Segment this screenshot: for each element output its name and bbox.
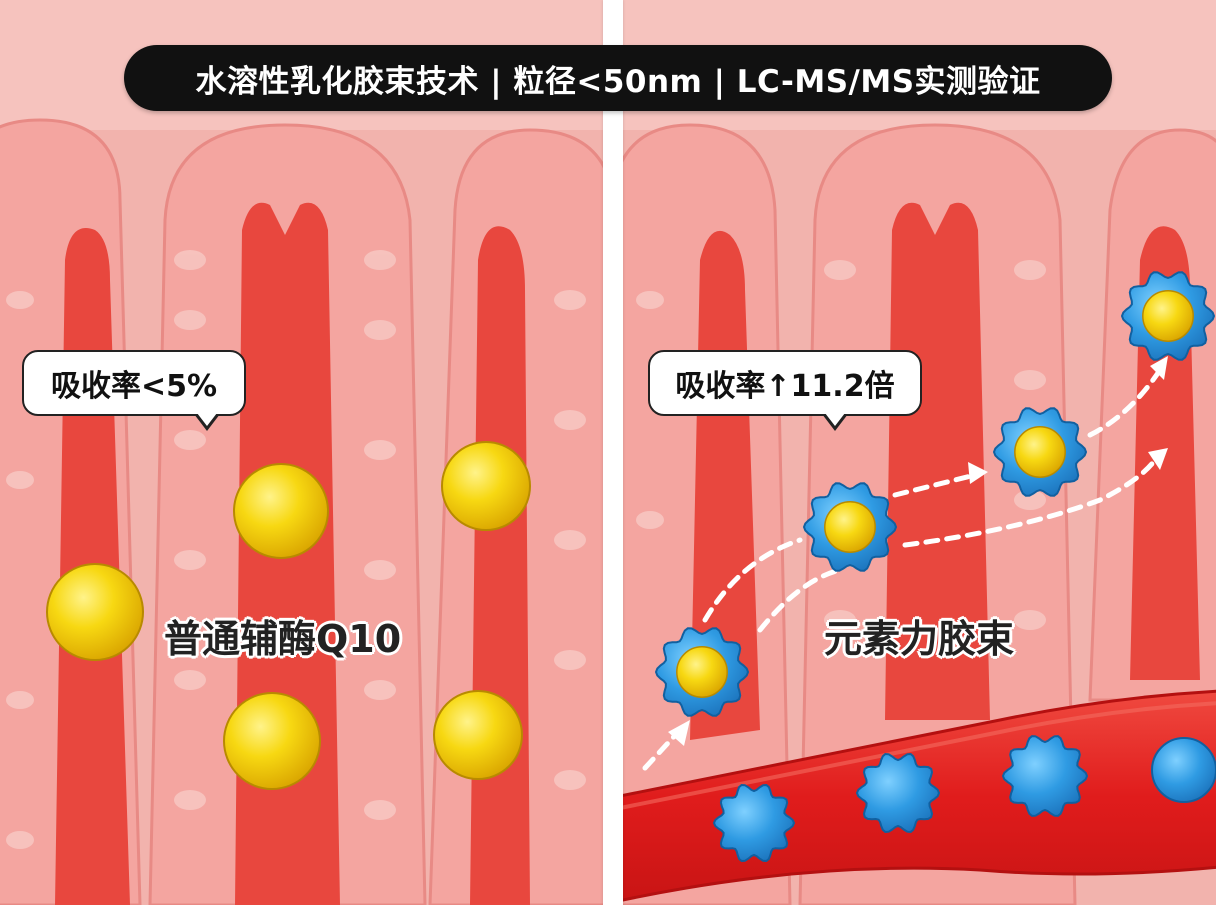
coq10-sphere-icon [223, 692, 321, 790]
dashed-arrow-icon [1087, 367, 1163, 438]
panel-divider [603, 0, 623, 905]
dashed-arrow-icon [757, 567, 843, 633]
coq10-sphere-icon [233, 463, 329, 559]
arrow-head-icon [668, 720, 690, 746]
bubble-tail-fill [825, 413, 845, 426]
coq10-sphere-icon [441, 441, 531, 531]
micelle-with-coq10-icon [992, 407, 1088, 497]
villus [1088, 128, 1216, 702]
dashed-arrow-icon [902, 457, 1158, 548]
micelle-icon [712, 783, 796, 863]
absorption-bubble-right: 吸收率↑11.2倍 [648, 350, 922, 431]
coq10-sphere-icon [46, 563, 144, 661]
micelle-with-coq10-icon [802, 482, 898, 572]
villus [0, 118, 142, 905]
micelle-product-label: 元素力胶束 [824, 617, 1015, 661]
micelle-with-coq10-icon [654, 627, 750, 717]
arrow-head-icon [968, 462, 988, 484]
micelle-icon [1001, 735, 1089, 817]
left-panel [0, 0, 603, 905]
arrow-head-icon [1150, 356, 1168, 380]
micelles [654, 271, 1216, 717]
villus [798, 123, 1077, 905]
coq10-particles [46, 441, 531, 790]
regular-coq10-label: 普通辅酶Q10 [164, 617, 402, 661]
dashed-arrow-icon [892, 472, 978, 498]
dashed-arrow-icon [702, 537, 803, 623]
micelle-icon [855, 752, 941, 834]
micelle-icon [1151, 737, 1216, 803]
coq10-sphere-icon [433, 690, 523, 780]
absorption-increase-text: 吸收率↑11.2倍 [675, 369, 895, 404]
absorption-arrows [642, 367, 1163, 771]
vessel-micelles [712, 735, 1216, 863]
right-panel [623, 0, 1216, 905]
technology-banner: 水溶性乳化胶束技术 | 粒径<50nm | LC-MS/MS实测验证 [124, 45, 1112, 111]
cell-texture [6, 250, 586, 849]
banner-text: 水溶性乳化胶束技术 | 粒径<50nm | LC-MS/MS实测验证 [195, 63, 1041, 100]
micelle-with-coq10-icon [1120, 271, 1216, 361]
arrow-head-icon [1148, 448, 1168, 470]
arrow-heads [668, 356, 1168, 746]
absorption-bubble-left: 吸收率<5% [22, 350, 246, 431]
absorption-rate-text: 吸收率<5% [50, 369, 218, 404]
bubble-tail-fill [197, 413, 217, 426]
